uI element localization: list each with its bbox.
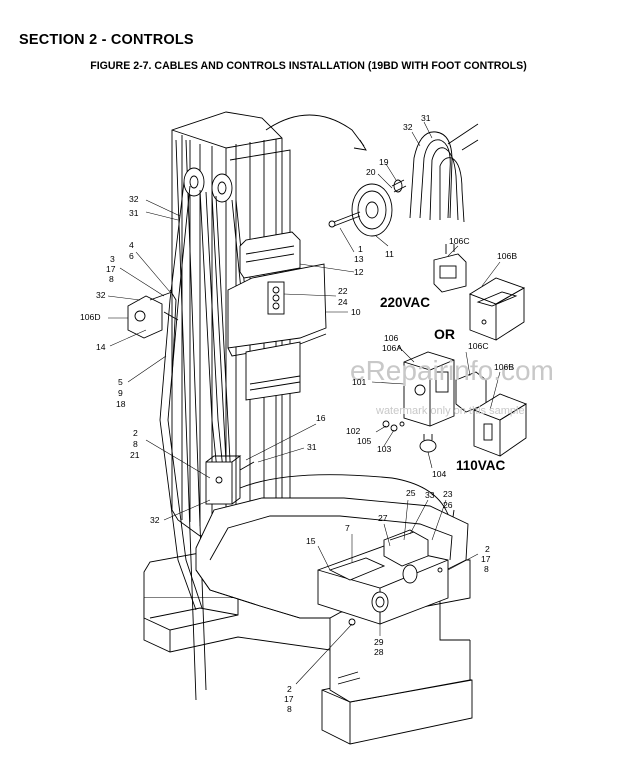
callout: 8 bbox=[287, 704, 292, 714]
lower-switch-box bbox=[205, 455, 255, 505]
callout: 11 bbox=[385, 249, 394, 259]
callout: 20 bbox=[366, 167, 376, 177]
callout: 9 bbox=[118, 388, 123, 398]
figure-title: FIGURE 2-7. CABLES AND CONTROLS INSTALLA… bbox=[90, 60, 527, 72]
callout: 10 bbox=[351, 307, 361, 317]
callout: 25 bbox=[406, 488, 416, 498]
callout: 32 bbox=[129, 194, 139, 204]
watermark-brand: eRepairinfo.com bbox=[350, 355, 554, 386]
mast-pulleys bbox=[183, 167, 233, 203]
top-cable-guide bbox=[328, 123, 479, 237]
callout: 32 bbox=[96, 290, 106, 300]
callout: 8 bbox=[109, 274, 114, 284]
callout: 106C bbox=[449, 236, 470, 246]
callout: 106C bbox=[468, 341, 489, 351]
callout: 106B bbox=[494, 362, 514, 372]
leader-lines bbox=[107, 121, 501, 685]
callout: 17 bbox=[481, 554, 491, 564]
label-or: OR bbox=[434, 326, 455, 342]
carriage-plate bbox=[227, 231, 327, 401]
side-switch-106D bbox=[127, 289, 179, 381]
callout: 23 bbox=[443, 489, 453, 499]
label-220vac: 220VAC bbox=[380, 295, 430, 310]
watermark-note: watermark only on this sample bbox=[375, 405, 525, 417]
callout: 31 bbox=[421, 113, 431, 123]
callout: 5 bbox=[118, 377, 123, 387]
callouts: 31 32 19 20 32 31 4 6 3 17 8 32 106D 14 … bbox=[80, 113, 517, 714]
callout: 21 bbox=[130, 450, 140, 460]
callout: 8 bbox=[484, 564, 489, 574]
callout: 101 bbox=[352, 377, 367, 387]
label-110vac: 110VAC bbox=[456, 458, 506, 473]
callout: 14 bbox=[96, 342, 106, 352]
callout: 24 bbox=[338, 297, 348, 307]
section-title: SECTION 2 - CONTROLS bbox=[19, 32, 194, 48]
callout: 32 bbox=[403, 122, 413, 132]
callout: 106A bbox=[382, 343, 402, 353]
callout: 15 bbox=[306, 536, 316, 546]
callout: 28 bbox=[374, 647, 384, 657]
callout: 6 bbox=[129, 251, 134, 261]
callout: 106D bbox=[80, 312, 101, 322]
callout: 29 bbox=[374, 637, 384, 647]
callout: 1 bbox=[358, 244, 363, 254]
callout: 8 bbox=[133, 439, 138, 449]
callout: 2 bbox=[133, 428, 138, 438]
callout: 104 bbox=[432, 469, 447, 479]
callout: 22 bbox=[338, 286, 348, 296]
callout: 106B bbox=[497, 251, 517, 261]
callout: 27 bbox=[378, 513, 388, 523]
callout: 33 bbox=[425, 490, 435, 500]
callout: 4 bbox=[129, 240, 134, 250]
callout: 31 bbox=[129, 208, 139, 218]
callout: 18 bbox=[116, 399, 126, 409]
callout: 12 bbox=[354, 267, 364, 277]
callout: 7 bbox=[345, 523, 350, 533]
callout: 16 bbox=[316, 413, 326, 423]
callout: 17 bbox=[106, 264, 116, 274]
callout: 3 bbox=[110, 254, 115, 264]
callout: 103 bbox=[377, 444, 392, 454]
callout: 106 bbox=[384, 333, 399, 343]
callout: 13 bbox=[354, 254, 364, 264]
callout: 31 bbox=[307, 442, 317, 452]
callout: 2 bbox=[287, 684, 292, 694]
callout: 2 bbox=[485, 544, 490, 554]
callout: 32 bbox=[150, 515, 160, 525]
callout: 105 bbox=[357, 436, 372, 446]
callout: 17 bbox=[284, 694, 294, 704]
switch-220vac bbox=[433, 244, 526, 341]
callout: 102 bbox=[346, 426, 361, 436]
callout: 26 bbox=[443, 500, 453, 510]
switch-110vac bbox=[403, 351, 528, 457]
callout: 19 bbox=[379, 157, 389, 167]
